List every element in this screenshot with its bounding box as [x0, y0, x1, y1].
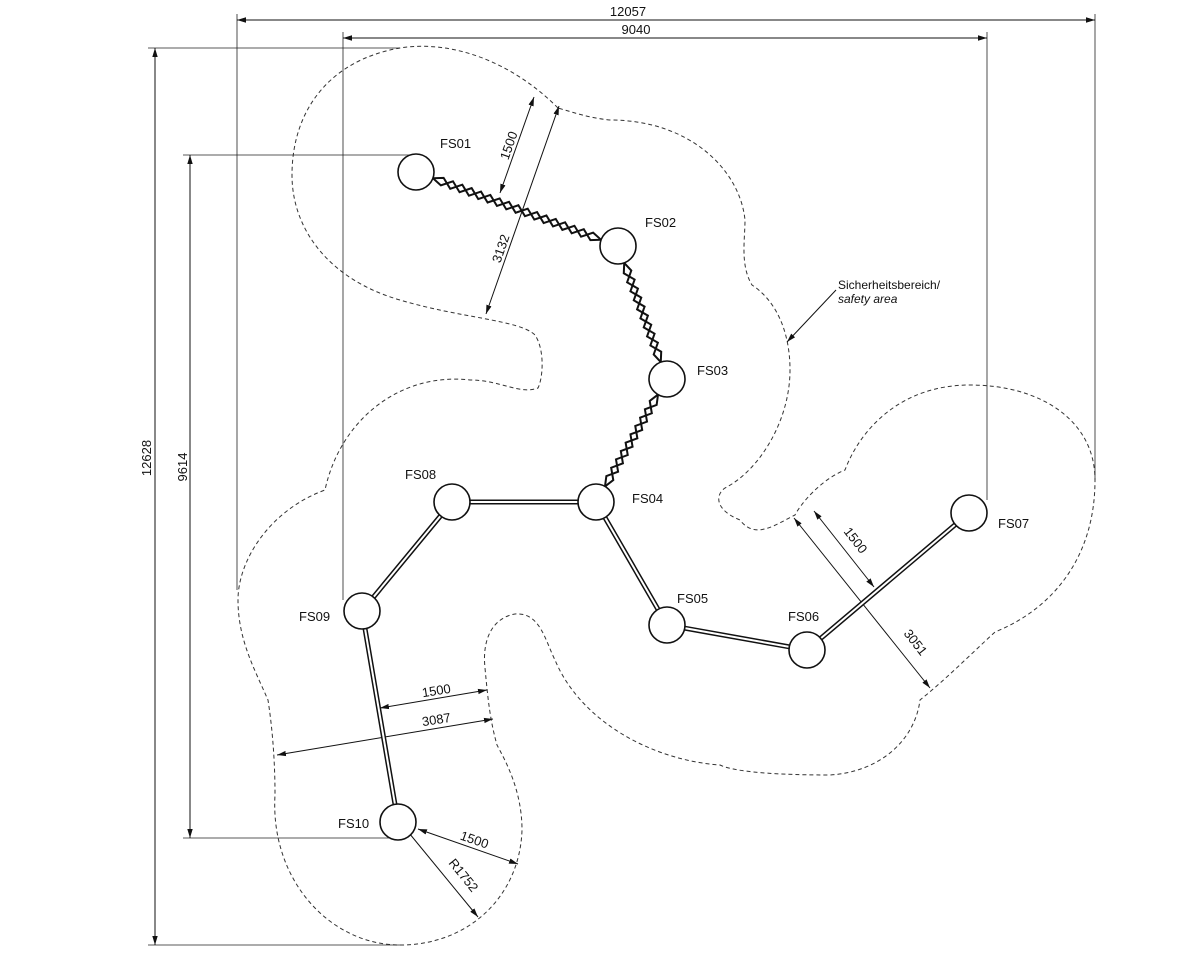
dimension-fs10-clearance: 1500 [417, 828, 519, 865]
dimension-inner-height-text: 9614 [175, 453, 190, 482]
post-label: FS08 [405, 467, 436, 482]
dimension-overall-width: 12057 [237, 4, 1095, 23]
post-circle [599, 227, 637, 265]
post-circle [648, 606, 686, 644]
post-fs09: FS09 [299, 592, 381, 630]
post-circle [379, 803, 417, 841]
post-circle [950, 494, 988, 532]
post-circle [343, 592, 381, 630]
post-circle [433, 483, 471, 521]
post-label: FS10 [338, 816, 369, 831]
dimension-fs09-clearance-text: 1500 [421, 681, 452, 700]
safety-area-label-en: safety area [838, 292, 898, 306]
post-fs10: FS10 [338, 803, 417, 841]
beam-fs05-fs06 [682, 625, 792, 650]
post-label: FS02 [645, 215, 676, 230]
beam-fs06-fs07 [818, 522, 958, 641]
post-fs05: FS05 [648, 591, 708, 644]
beam-connections [362, 176, 958, 807]
post-label: FS05 [677, 591, 708, 606]
post-fs04: FS04 [577, 483, 663, 521]
post-circle [577, 483, 615, 521]
post-circle [648, 360, 686, 398]
post-label: FS09 [299, 609, 330, 624]
dimension-inner-height: 9614 [175, 155, 193, 838]
post-label: FS04 [632, 491, 663, 506]
dimension-fs09-span-text: 3087 [421, 710, 452, 729]
dimension-overall-width-text: 12057 [610, 4, 646, 19]
beam-fs01-fs02 [432, 176, 602, 242]
post-fs07: FS07 [950, 494, 1029, 532]
post-circle [397, 153, 435, 191]
dimension-fs07-clearance: 1500 [813, 510, 875, 588]
post-circle [788, 631, 826, 669]
dimension-fs10-clearance-text: 1500 [458, 828, 490, 852]
dimension-inner-width: 9040 [343, 22, 987, 41]
dimension-inner-width-text: 9040 [622, 22, 651, 37]
post-label: FS03 [697, 363, 728, 378]
beam-fs03-fs04 [604, 393, 659, 488]
post-label: FS01 [440, 136, 471, 151]
beam-fs09-fs10 [362, 626, 398, 807]
post-label: FS06 [788, 609, 819, 624]
dimension-overall-height: 12628 [139, 48, 158, 945]
dimension-fs07-clearance-text: 1500 [841, 524, 871, 556]
dimension-overall-height-text: 12628 [139, 440, 154, 476]
safety-area-label-de: Sicherheitsbereich/ [838, 278, 941, 292]
post-label: FS07 [998, 516, 1029, 531]
dimension-fs07-span-text: 3051 [901, 626, 931, 658]
post-fs08: FS08 [405, 467, 471, 521]
beam-fs02-fs03 [622, 262, 663, 363]
safety-area-boundary [237, 45, 1096, 946]
extension-lines [148, 14, 1096, 946]
dimension-fs01-clearance: 1500 [497, 96, 535, 194]
post-fs01: FS01 [397, 136, 471, 191]
dimension-fs10-radius-text: R1752 [446, 856, 482, 895]
post-fs03: FS03 [648, 360, 728, 398]
post-fs06: FS06 [788, 609, 826, 669]
beam-fs04-fs05 [602, 515, 661, 612]
post-fs02: FS02 [599, 215, 676, 265]
safety-area-note: Sicherheitsbereich/ safety area [786, 278, 941, 343]
dimension-fs09-clearance: 1500 [379, 681, 488, 710]
beam-fs08-fs09 [370, 513, 444, 600]
